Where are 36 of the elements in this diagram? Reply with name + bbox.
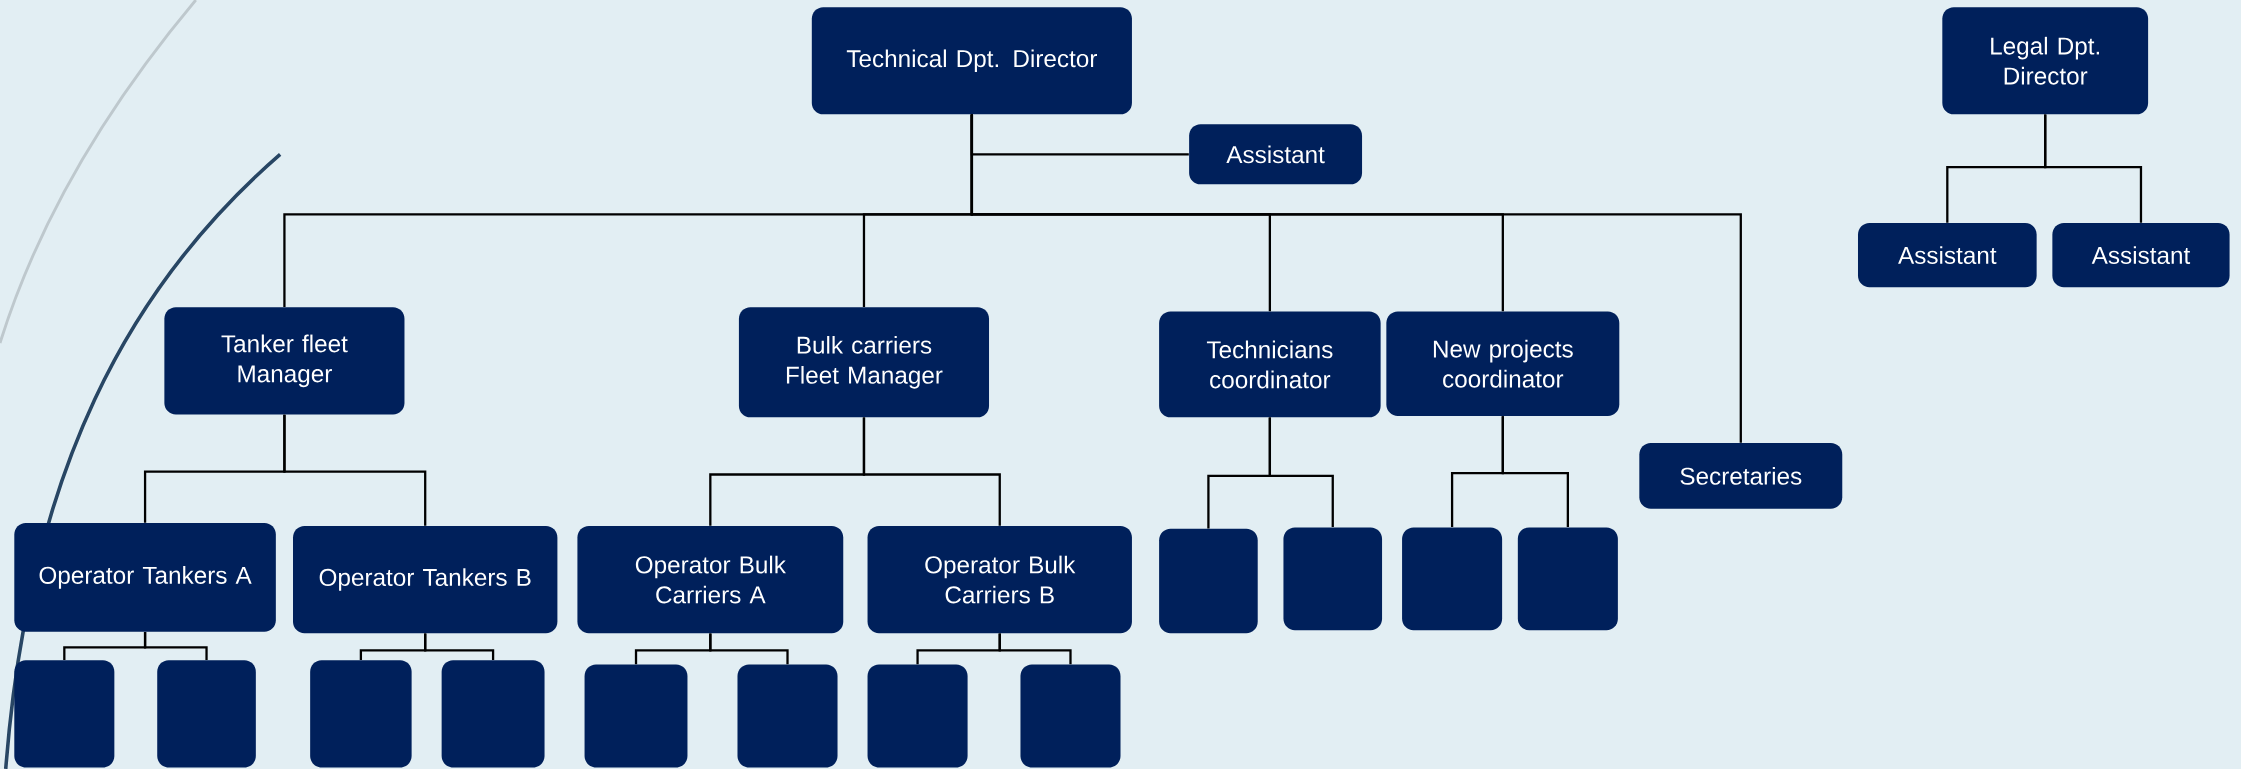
- connector-line: [143, 632, 208, 661]
- empty-position-box: [867, 664, 968, 768]
- empty-position-box: [1283, 527, 1383, 631]
- position-box: Tanker fleet Manager: [164, 307, 405, 415]
- connector-line: [998, 633, 1072, 665]
- connector-line: [970, 114, 1742, 443]
- position-box: Operator Tankers B: [293, 526, 558, 634]
- empty-position-box: [441, 660, 545, 768]
- position-box: Legal Dpt. Director: [1942, 7, 2149, 115]
- connector-line: [862, 417, 1001, 526]
- empty-position-box: [1020, 664, 1121, 768]
- connector-line: [1501, 416, 1569, 528]
- position-box: Assistant: [1858, 223, 2037, 288]
- connector-line: [424, 633, 495, 661]
- position-box: Bulk carriers Fleet Manager: [738, 307, 990, 418]
- empty-position-box: [157, 660, 256, 768]
- empty-position-box: [1517, 527, 1618, 631]
- connector-line: [283, 414, 427, 526]
- position-box: Operator Bulk Carriers B: [867, 526, 1132, 634]
- position-box: Secretaries: [1639, 443, 1843, 509]
- position-box: Operator Bulk Carriers A: [577, 526, 844, 634]
- position-box: Operator Tankers A: [14, 523, 276, 632]
- position-box: Assistant: [1189, 124, 1363, 185]
- empty-position-box: [1402, 527, 1503, 631]
- connector-line: [709, 633, 789, 665]
- empty-position-box: [14, 660, 115, 768]
- position-box: Assistant: [2052, 223, 2230, 288]
- position-box: Technical Dpt. Director: [811, 7, 1132, 115]
- empty-position-box: [584, 664, 688, 768]
- connector-line: [1268, 417, 1334, 528]
- connector-line: [2044, 114, 2143, 223]
- empty-position-box: [1159, 528, 1258, 634]
- position-box: Technicians coordinator: [1159, 311, 1381, 418]
- empty-position-box: [310, 660, 412, 768]
- position-box: New projects coordinator: [1386, 311, 1620, 416]
- empty-position-box: [737, 664, 838, 768]
